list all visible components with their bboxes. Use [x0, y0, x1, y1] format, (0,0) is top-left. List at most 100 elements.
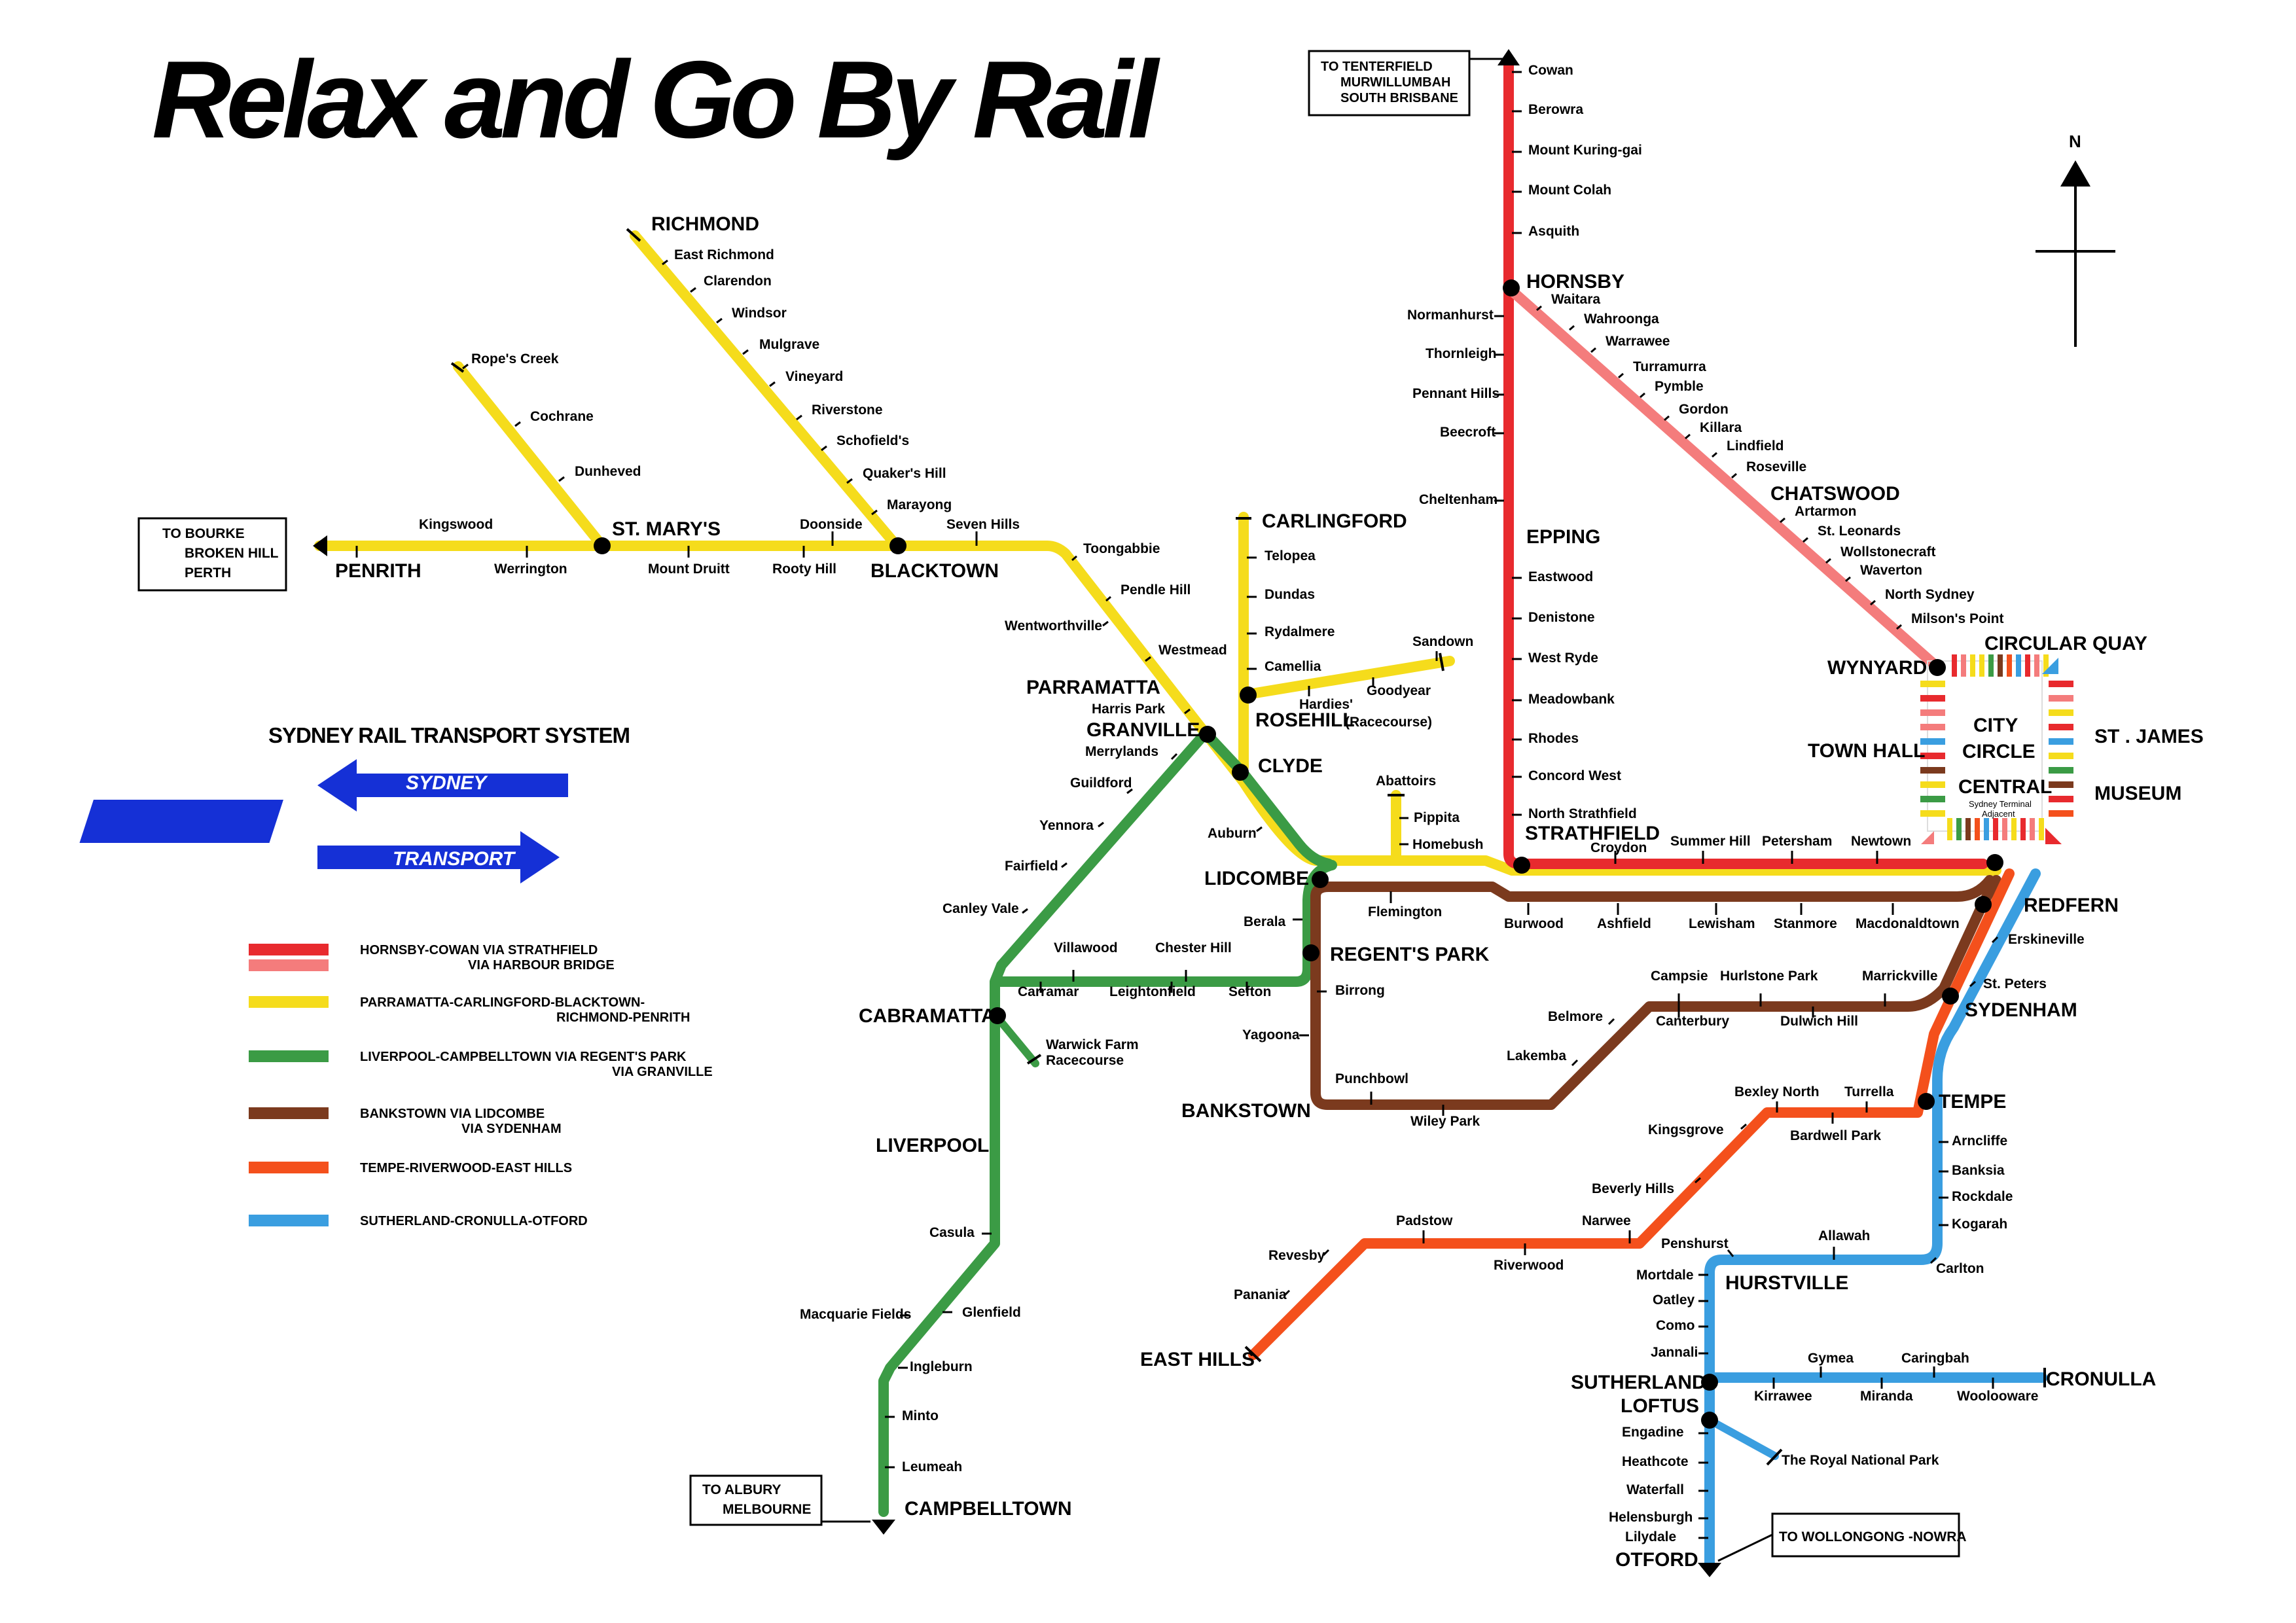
station-label-redfern[interactable]: REDFERN [2024, 895, 2119, 916]
station-label-leightonfield[interactable]: Leightonfield [1109, 984, 1196, 999]
station-label-windsor[interactable]: Windsor [732, 306, 787, 321]
station-dot-st-mary-s[interactable] [594, 537, 611, 554]
station-label-doonside[interactable]: Doonside [800, 517, 863, 532]
station-label-hardies[interactable]: Hardies' [1299, 697, 1353, 712]
station-label-waterfall[interactable]: Waterfall [1626, 1482, 1684, 1497]
station-label-artarmon[interactable]: Artarmon [1795, 504, 1857, 519]
station-label-miranda[interactable]: Miranda [1860, 1389, 1913, 1404]
station-label-dunheved[interactable]: Dunheved [575, 464, 641, 479]
station-label-roseville[interactable]: Roseville [1746, 459, 1806, 474]
station-label-belmore[interactable]: Belmore [1548, 1009, 1603, 1024]
station-label-wiley-park[interactable]: Wiley Park [1410, 1114, 1480, 1129]
station-label-como[interactable]: Como [1656, 1318, 1695, 1333]
station-dot-lidcombe[interactable] [1312, 871, 1329, 888]
station-dot-sutherland[interactable] [1701, 1374, 1718, 1391]
station-label-kogarah[interactable]: Kogarah [1952, 1217, 2007, 1232]
station-dot-tempe[interactable] [1918, 1093, 1935, 1110]
station-label-pendle-hill[interactable]: Pendle Hill [1121, 582, 1191, 597]
station-label-chatswood[interactable]: CHATSWOOD [1770, 483, 1900, 505]
station-label-auburn[interactable]: Auburn [1208, 826, 1257, 841]
station-label-waverton[interactable]: Waverton [1860, 563, 1922, 578]
station-label-carlton[interactable]: Carlton [1936, 1261, 1984, 1276]
station-dot-redfern[interactable] [1975, 896, 1992, 913]
station-label-wynyard[interactable]: WYNYARD [1827, 657, 1927, 679]
station-label-mount-druitt[interactable]: Mount Druitt [648, 562, 730, 577]
station-label-beecroft[interactable]: Beecroft [1440, 425, 1496, 440]
station-label-st-leonards[interactable]: St. Leonards [1818, 524, 1901, 539]
station-label-blacktown[interactable]: BLACKTOWN [870, 560, 999, 582]
station-label-homebush[interactable]: Homebush [1412, 837, 1484, 852]
station-label-camellia[interactable]: Camellia [1265, 659, 1321, 674]
station-label-central[interactable]: CENTRAL [1958, 776, 2052, 798]
station-label-campbelltown[interactable]: CAMPBELLTOWN [905, 1498, 1072, 1520]
station-dot-granville[interactable] [1199, 726, 1216, 743]
station-label-mortdale[interactable]: Mortdale [1636, 1268, 1694, 1283]
station-label-racecourse[interactable]: Racecourse [1046, 1053, 1124, 1068]
station-label-rosehill[interactable]: ROSEHILL [1255, 709, 1355, 731]
station-label-gymea[interactable]: Gymea [1808, 1351, 1854, 1366]
station-label-berowra[interactable]: Berowra [1528, 102, 1583, 117]
station-label-cronulla[interactable]: CRONULLA [2046, 1368, 2156, 1390]
station-dot-rosehill[interactable] [1240, 687, 1257, 704]
station-label-engadine[interactable]: Engadine [1622, 1425, 1684, 1440]
station-dot-central[interactable] [1986, 854, 2003, 871]
station-label-mulgrave[interactable]: Mulgrave [759, 337, 819, 352]
station-label-rockdale[interactable]: Rockdale [1952, 1189, 2013, 1204]
station-label-heathcote[interactable]: Heathcote [1622, 1454, 1689, 1469]
station-label-harris-park[interactable]: Harris Park [1092, 702, 1165, 717]
station-label-banksia[interactable]: Banksia [1952, 1163, 2005, 1178]
station-label-summer-hill[interactable]: Summer Hill [1670, 834, 1751, 849]
station-label-riverstone[interactable]: Riverstone [812, 402, 883, 418]
station-label-mount-colah[interactable]: Mount Colah [1528, 183, 1611, 198]
station-label-racecourse[interactable]: (Racecourse) [1345, 715, 1432, 730]
station-label-bardwell-park[interactable]: Bardwell Park [1790, 1128, 1881, 1143]
station-label-east-hills[interactable]: EAST HILLS [1140, 1349, 1255, 1370]
station-label-dundas[interactable]: Dundas [1265, 587, 1315, 602]
station-dot-hornsby[interactable] [1503, 279, 1520, 296]
station-label-st-mary-s[interactable]: ST. MARY'S [612, 518, 721, 540]
station-label-lakemba[interactable]: Lakemba [1507, 1048, 1566, 1063]
station-label-bankstown[interactable]: BANKSTOWN [1181, 1100, 1311, 1122]
station-label-the-royal-national-park[interactable]: The Royal National Park [1782, 1453, 1939, 1468]
station-label-loftus[interactable]: LOFTUS [1621, 1395, 1699, 1417]
station-label-museum[interactable]: MUSEUM [2094, 783, 2181, 804]
station-label-burwood[interactable]: Burwood [1504, 916, 1564, 931]
station-label-lilydale[interactable]: Lilydale [1625, 1529, 1676, 1544]
station-label-granville[interactable]: GRANVILLE [1086, 719, 1200, 741]
station-label-north-sydney[interactable]: North Sydney [1885, 587, 1975, 602]
station-label-vineyard[interactable]: Vineyard [785, 369, 843, 384]
station-label-yennora[interactable]: Yennora [1039, 818, 1094, 833]
station-label-thornleigh[interactable]: Thornleigh [1426, 346, 1497, 361]
station-label-casula[interactable]: Casula [929, 1225, 975, 1240]
station-label-wentworthville[interactable]: Wentworthville [1005, 618, 1102, 633]
station-label-turramurra[interactable]: Turramurra [1633, 359, 1706, 374]
station-label-minto[interactable]: Minto [902, 1408, 939, 1423]
station-label-canterbury[interactable]: Canterbury [1656, 1014, 1729, 1029]
station-label-kingswood[interactable]: Kingswood [419, 517, 493, 532]
station-label-warwick-farm[interactable]: Warwick Farm [1046, 1037, 1139, 1052]
station-dot-strathfield[interactable] [1513, 857, 1530, 874]
station-label-woolooware[interactable]: Woolooware [1957, 1389, 2038, 1404]
station-dot-cabramatta[interactable] [989, 1007, 1006, 1024]
station-label-pennant-hills[interactable]: Pennant Hills [1412, 386, 1499, 401]
station-label-waitara[interactable]: Waitara [1551, 292, 1600, 307]
station-label-merrylands[interactable]: Merrylands [1085, 744, 1158, 759]
station-label-cochrane[interactable]: Cochrane [530, 409, 594, 424]
station-label-regent-s-park[interactable]: REGENT'S PARK [1330, 944, 1490, 965]
station-label-clarendon[interactable]: Clarendon [704, 274, 772, 289]
station-dot-wynyard[interactable] [1929, 659, 1946, 676]
station-label-eastwood[interactable]: Eastwood [1528, 569, 1593, 584]
station-label-campsie[interactable]: Campsie [1651, 969, 1708, 984]
station-label-lindfield[interactable]: Lindfield [1727, 438, 1784, 454]
station-label-canley-vale[interactable]: Canley Vale [942, 901, 1019, 916]
station-label-seven-hills[interactable]: Seven Hills [946, 517, 1020, 532]
station-label-marayong[interactable]: Marayong [887, 497, 952, 512]
station-label-padstow[interactable]: Padstow [1396, 1213, 1453, 1228]
station-label-birrong[interactable]: Birrong [1335, 983, 1385, 998]
station-label-parramatta[interactable]: PARRAMATTA [1026, 677, 1160, 698]
station-label-glenfield[interactable]: Glenfield [962, 1305, 1021, 1320]
station-label-st-peters[interactable]: St. Peters [1983, 976, 2047, 991]
station-label-westmead[interactable]: Westmead [1158, 643, 1227, 658]
station-label-revesby[interactable]: Revesby [1268, 1248, 1325, 1263]
station-label-rhodes[interactable]: Rhodes [1528, 731, 1579, 746]
